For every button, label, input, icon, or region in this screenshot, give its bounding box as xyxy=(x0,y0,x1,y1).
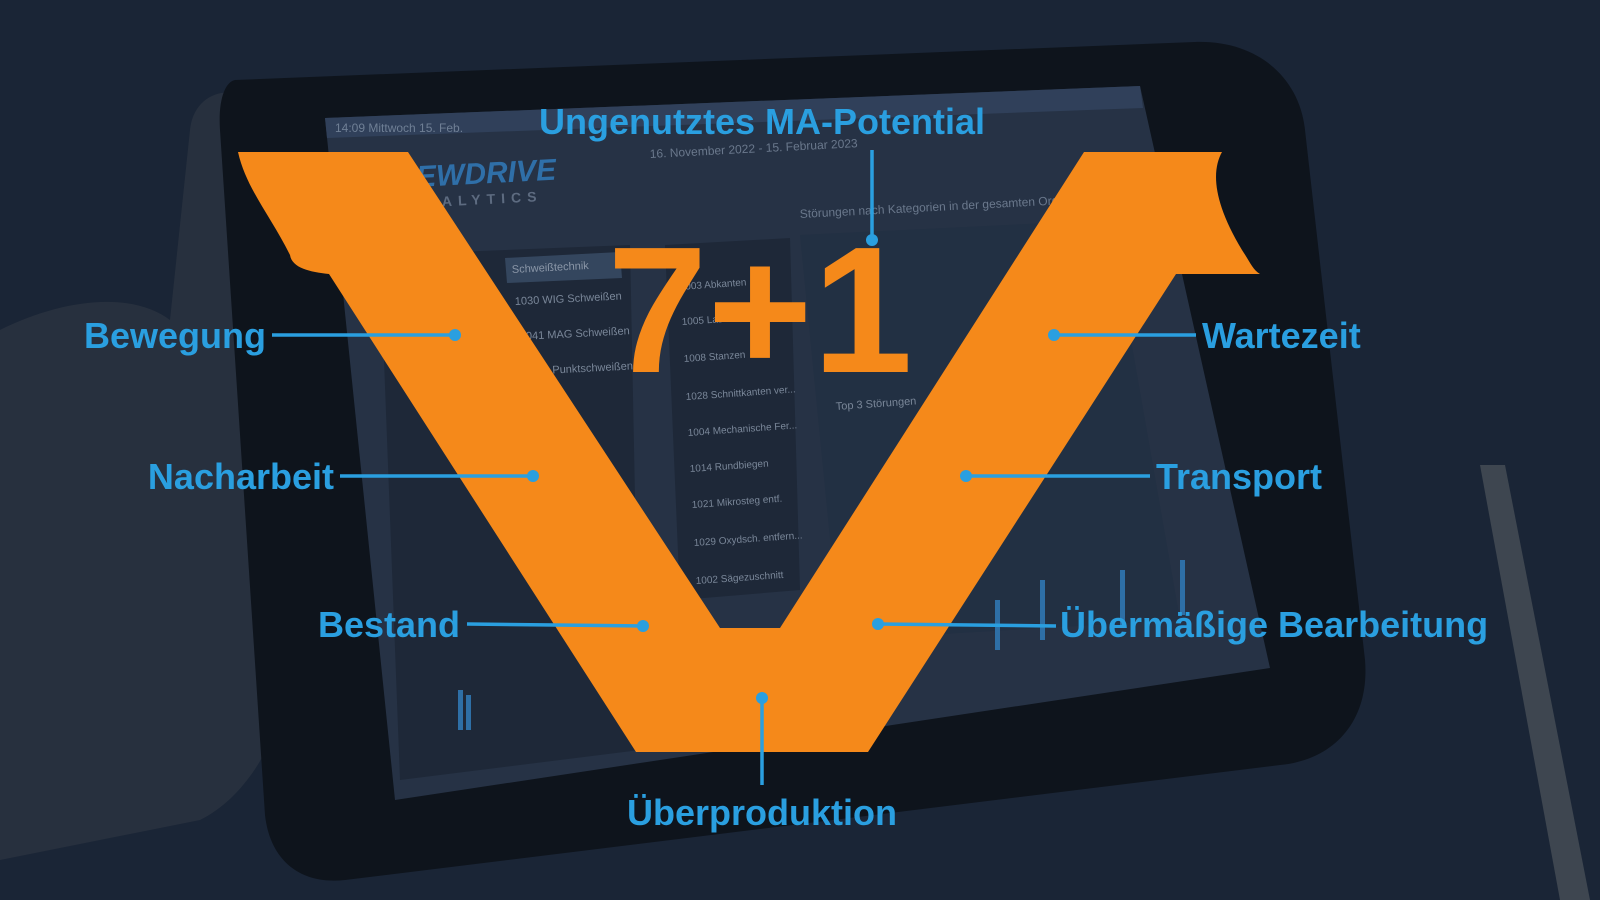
hand-shape xyxy=(0,92,302,860)
middle-item-1: 1003 Abkanten xyxy=(679,277,746,293)
left-item-1: 1030 WIG Schweißen xyxy=(515,290,622,308)
dot-bottom xyxy=(756,692,768,704)
label-right-2: Transport xyxy=(1156,456,1322,497)
dot-top xyxy=(866,234,878,246)
label-left-2: Nacharbeit xyxy=(148,456,334,497)
pencil-shape xyxy=(1480,465,1590,900)
top3-title-text: Top 3 Störungen xyxy=(835,395,916,413)
left-item-2: 1041 MAG Schweißen xyxy=(520,325,631,343)
v-shape xyxy=(238,152,1260,752)
dot-left-3 xyxy=(637,620,649,632)
dot-right-1 xyxy=(1048,329,1060,341)
waste-labels: Ungenutztes MA-Potential Bewegung Nachar… xyxy=(84,101,1488,833)
label-top: Ungenutztes MA-Potential xyxy=(539,101,985,142)
dot-left-2 xyxy=(527,470,539,482)
label-left-3: Bestand xyxy=(318,604,460,645)
label-right-1: Wartezeit xyxy=(1202,315,1361,356)
label-left-1: Bewegung xyxy=(84,315,266,356)
header-tag-text: Schweißtechnik xyxy=(512,260,590,276)
label-bottom: Überproduktion xyxy=(627,792,897,833)
diagram-title: 7+1 xyxy=(607,210,912,411)
connectors xyxy=(272,150,1196,785)
screen-status-bar xyxy=(325,86,1143,138)
dot-left-1 xyxy=(449,329,461,341)
dot-right-2 xyxy=(960,470,972,482)
status-bar-text: 14:09 Mittwoch 15. Feb. xyxy=(335,121,463,135)
label-right-3: Übermäßige Bearbeitung xyxy=(1060,604,1488,645)
middle-item-3: 1008 Stanzen xyxy=(683,350,745,365)
dot-right-3 xyxy=(872,618,884,630)
middle-item-6: 1014 Rundbiegen xyxy=(689,459,769,475)
